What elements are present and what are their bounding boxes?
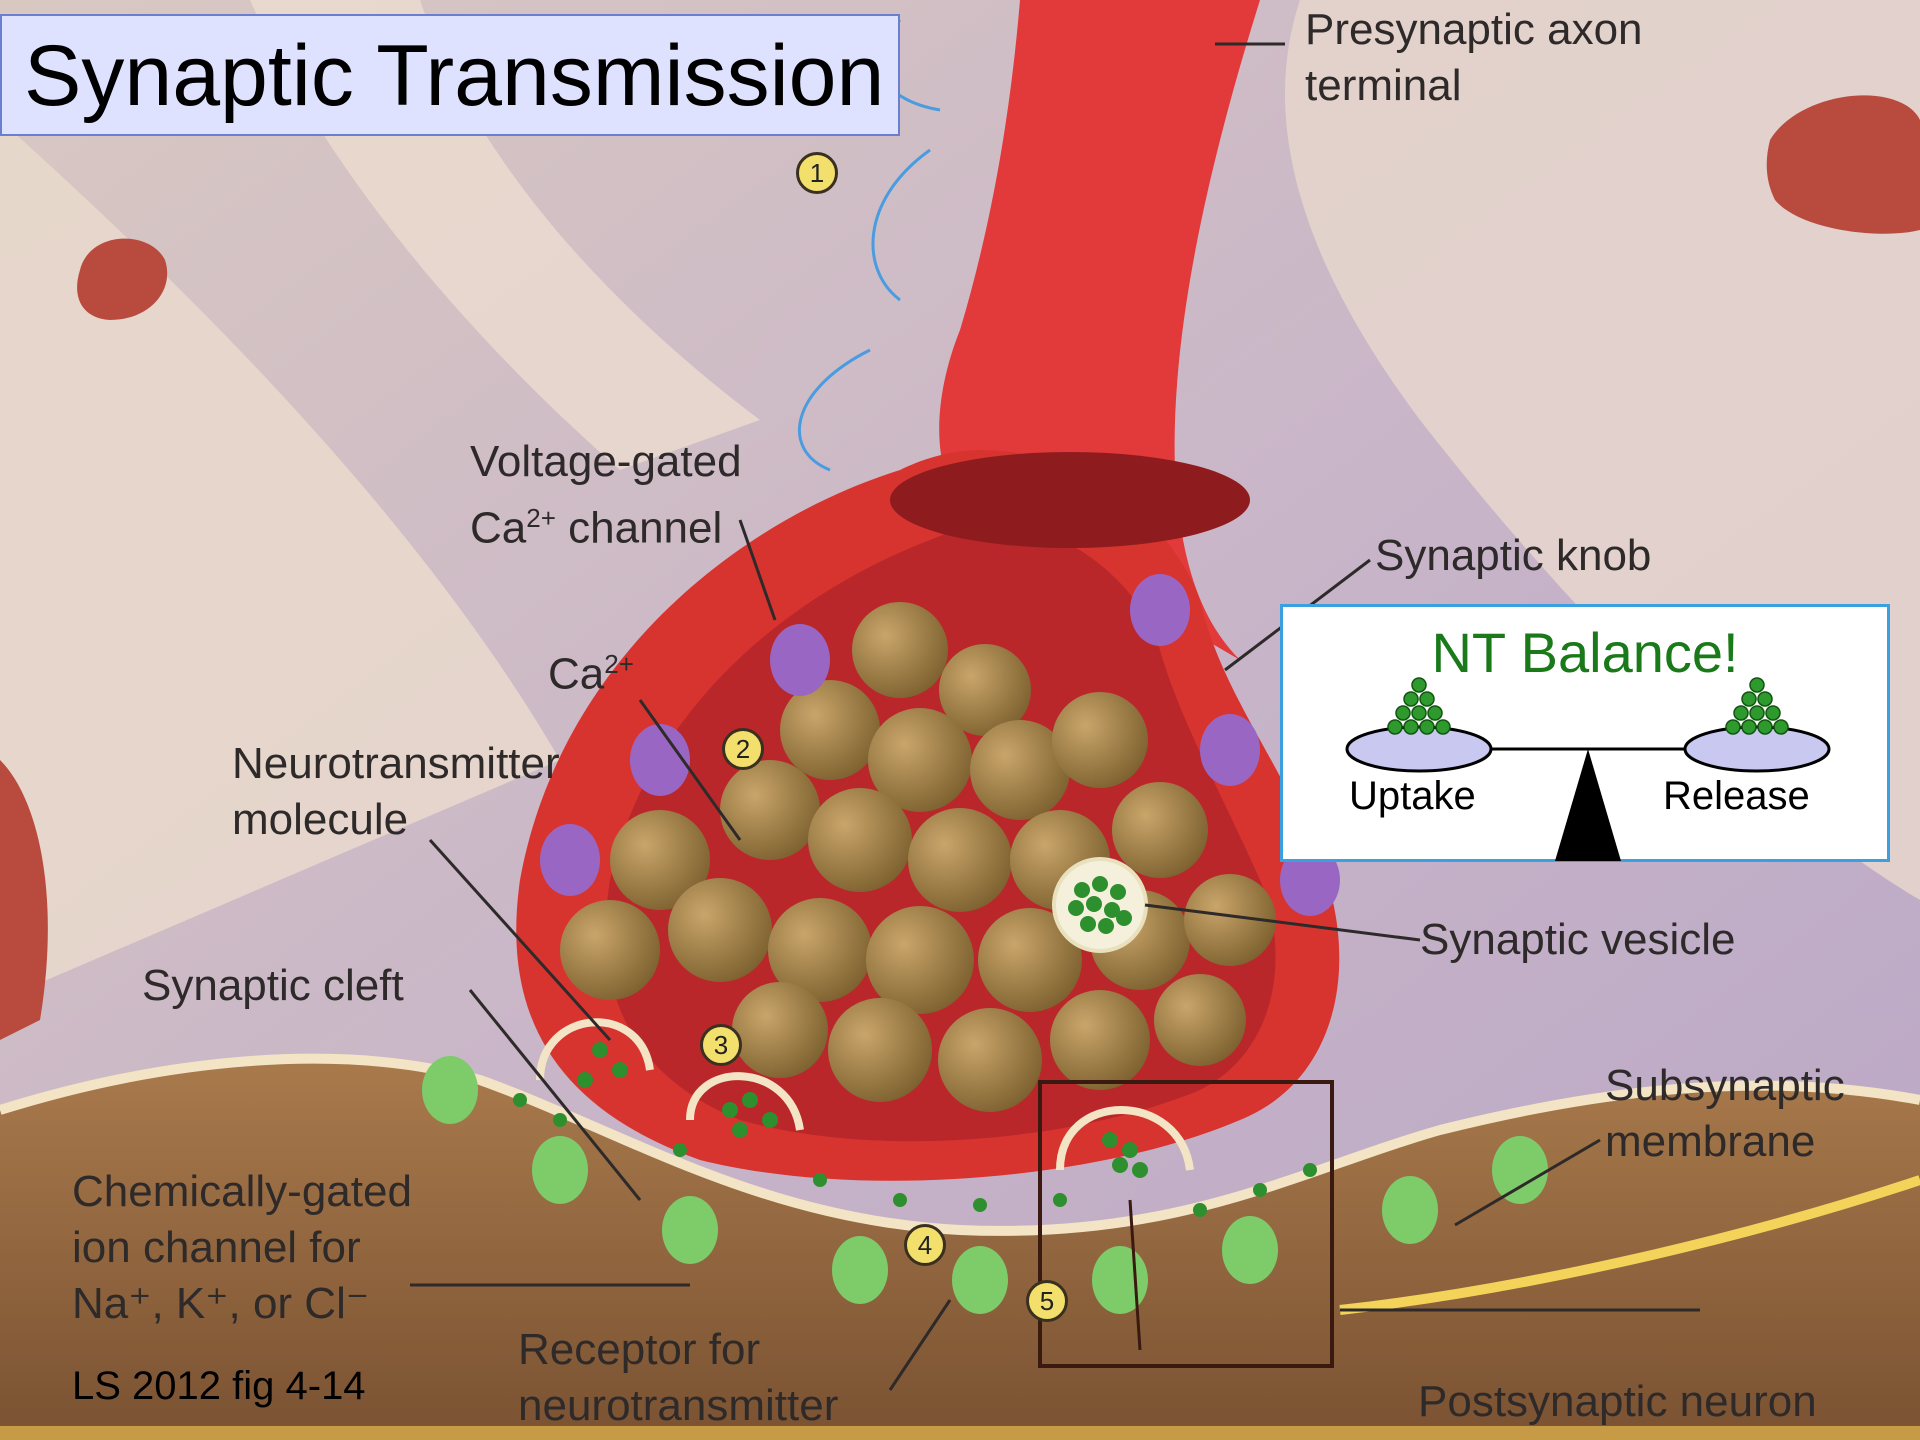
release-label: Release: [1663, 773, 1810, 819]
balance-fulcrum: [1555, 749, 1621, 861]
uptake-label: Uptake: [1349, 773, 1476, 819]
step-4-badge: 4: [904, 1224, 946, 1266]
bottom-bar: [0, 1426, 1920, 1440]
label-neurotransmitter-2: molecule: [232, 792, 408, 848]
label-neurotransmitter-1: Neurotransmitter: [232, 736, 560, 792]
figure-credit: LS 2012 fig 4-14: [72, 1362, 366, 1410]
label-subsynaptic-1: Subsynaptic: [1605, 1058, 1845, 1114]
label-chem-gated-2: ion channel for: [72, 1220, 361, 1276]
label-subsynaptic-2: membrane: [1605, 1114, 1815, 1170]
axon-opening: [890, 452, 1250, 548]
release-pan: [1685, 727, 1829, 771]
uptake-pan: [1347, 727, 1491, 771]
synaptic-vesicle-highlight: [1054, 859, 1146, 951]
label-ca-ion: Ca2+: [548, 636, 634, 703]
step-1-badge: 1: [796, 152, 838, 194]
step-3-badge: 3: [700, 1024, 742, 1066]
step-5-badge: 5: [1026, 1280, 1068, 1322]
label-synaptic-knob: Synaptic knob: [1375, 528, 1651, 584]
label-presynaptic-axon: Presynaptic axon: [1305, 2, 1643, 58]
label-voltage-gated-2: Ca2+ channel: [470, 490, 722, 557]
label-synaptic-cleft: Synaptic cleft: [142, 958, 404, 1014]
label-terminal: terminal: [1305, 58, 1462, 114]
step-2-badge: 2: [722, 728, 764, 770]
label-chem-gated-1: Chemically-gated: [72, 1164, 412, 1220]
balance-scale: [1283, 677, 1893, 865]
label-receptor-1: Receptor for: [518, 1322, 760, 1378]
label-synaptic-vesicle: Synaptic vesicle: [1420, 912, 1735, 968]
nt-balance-box: NT Balance! Uptake Release: [1280, 604, 1890, 862]
label-postsynaptic-neuron: Postsynaptic neuron: [1418, 1374, 1817, 1430]
title-box: Synaptic Transmission: [0, 14, 900, 136]
nt-balance-title: NT Balance!: [1283, 621, 1887, 685]
label-voltage-gated-1: Voltage-gated: [470, 434, 742, 490]
label-chem-gated-3: Na⁺, K⁺, or Cl⁻: [72, 1276, 369, 1332]
page-title: Synaptic Transmission: [24, 30, 884, 122]
